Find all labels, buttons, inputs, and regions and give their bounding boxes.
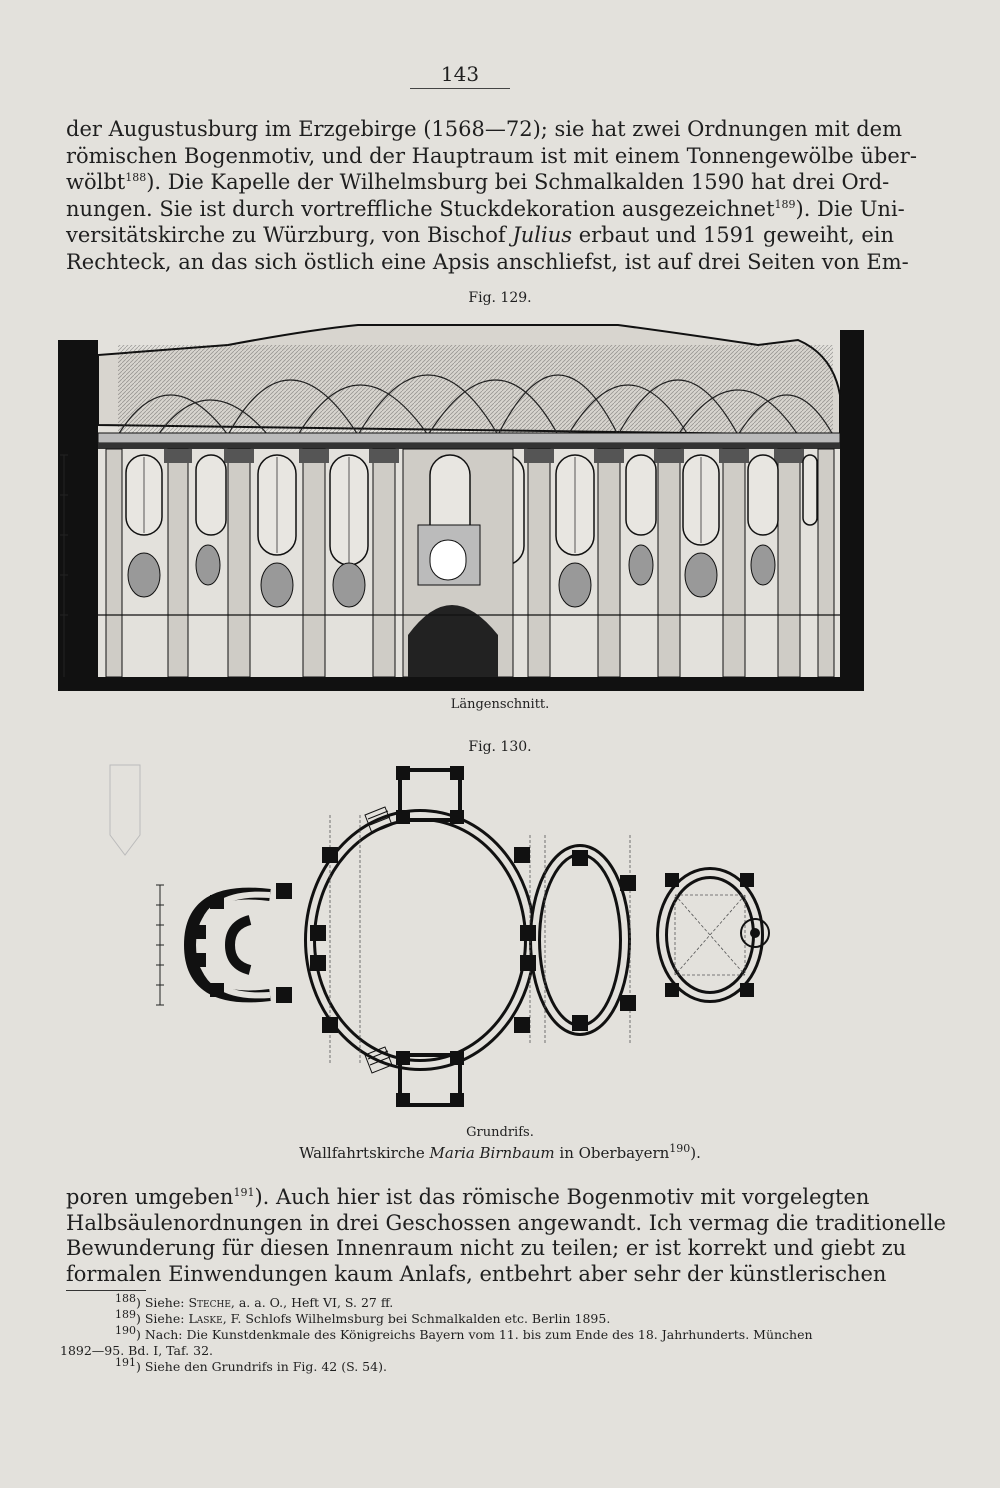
text-line: Rechteck, an das sich östlich eine Apsis… [66,249,909,274]
outro-paragraph: poren umgeben191). Auch hier ist das röm… [66,1185,946,1287]
figure-label: Fig. 130. [468,739,532,755]
page-number: 143 [410,62,510,89]
footnote-190: 190) Nach: Die Kunstdenkmale des Königre… [115,1323,813,1342]
footnote-divider [66,1290,146,1291]
footnote-ref[interactable]: 188 [125,171,147,184]
footnote-191: 191) Siehe den Grundrifs in Fig. 42 (S. … [115,1355,387,1374]
text-line: Bewunderung für diesen Innenraum nicht z… [66,1236,907,1260]
figure-caption: Grundrifs. [466,1125,534,1140]
footnote-188: 188) Siehe: Steche, a. a. O., Heft VI, S… [115,1291,394,1310]
footnote-ref[interactable]: 189 [774,197,796,211]
text-line: wölbt188). Die Kapelle der Wilhelmsburg … [66,170,890,194]
intro-paragraph: der Augustusburg im Erzgebirge (1568—72)… [66,116,917,275]
footnote-190-cont: 1892—95. Bd. I, Taf. 32. [60,1343,214,1358]
text-line: römischen Bogenmotiv, und der Hauptraum … [66,143,917,168]
text-line: nungen. Sie ist durch vortreffliche Stuc… [66,196,905,221]
text-line: formalen Einwendungen kaum Anlafs, entbe… [66,1261,887,1286]
footnote-189: 189) Siehe: Laske, F. Schlofs Wilhelmsbu… [115,1307,611,1326]
figure-caption: Längenschnitt. [450,697,550,712]
text-line: der Augustusburg im Erzgebirge (1568—72)… [66,117,903,141]
text-line: poren umgeben191). Auch hier ist das röm… [66,1185,870,1209]
figure-title: Wallfahrtskirche Maria Birnbaum in Oberb… [299,1142,701,1162]
text-line: versitätskirche zu Würzburg, von Bischof… [66,223,895,247]
figure-label: Fig. 129. [468,290,532,306]
footnote-ref[interactable]: 190 [669,1142,691,1155]
ground-plan-drawing [109,764,770,1107]
footnotes: 188) Siehe: Steche, a. a. O., Heft VI, S… [60,1291,855,1375]
longitudinal-section-drawing [58,324,864,691]
footnote-ref[interactable]: 191 [233,1186,255,1199]
text-line: Halbsäulenordnungen in drei Geschossen a… [66,1210,946,1235]
